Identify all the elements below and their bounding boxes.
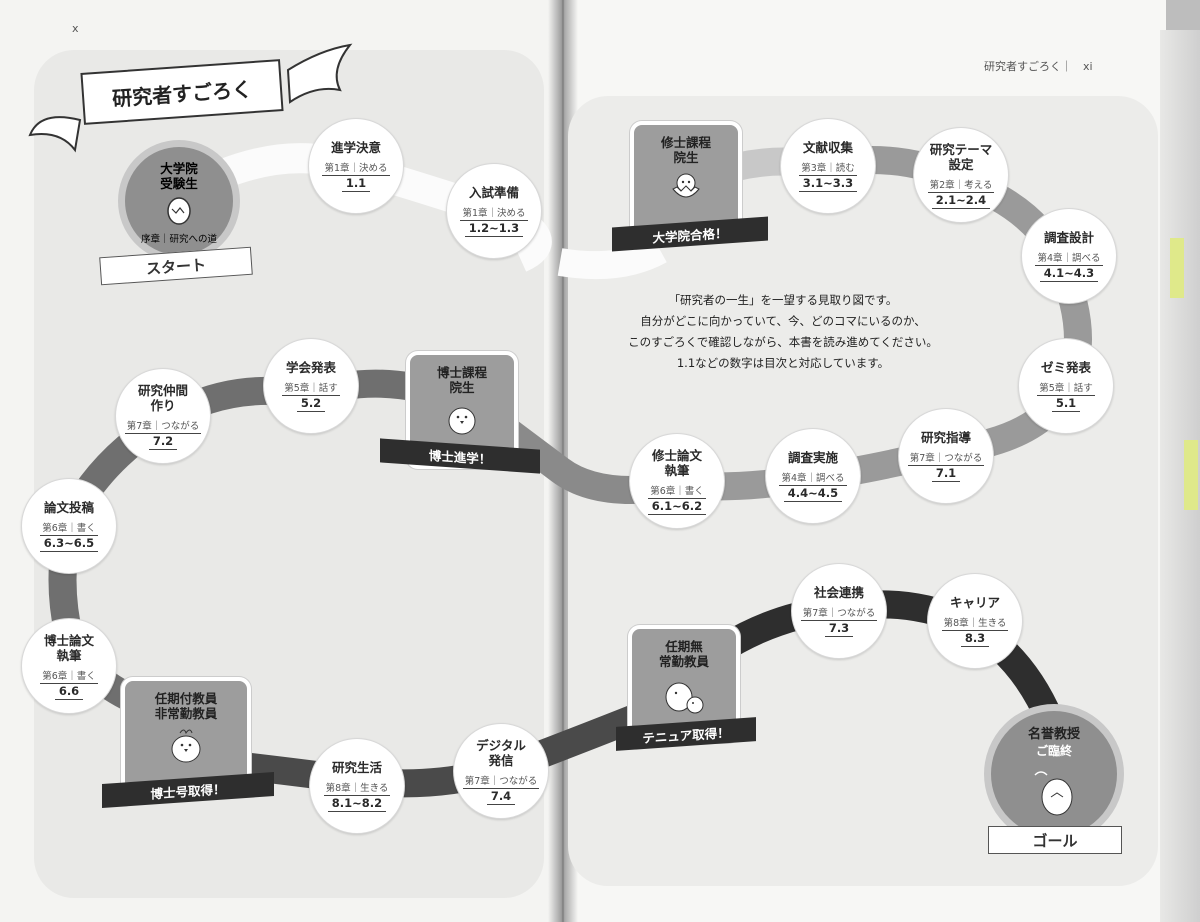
running-header: 研究者すごろく｜ xi (984, 60, 1093, 73)
node-chapter: 第6章｜書く (648, 481, 706, 499)
old-chicken-icon (1034, 771, 1073, 816)
node-section: 7.4 (486, 789, 516, 805)
node-title: 入試準備 (468, 185, 519, 200)
description-line: 「研究者の一生」を一望する見取り図です。 (668, 293, 898, 307)
sticky-tab (1170, 238, 1184, 298)
description-line: 1.1などの数字は目次と対応しています。 (676, 356, 890, 370)
node-section: 5.1 (1051, 396, 1081, 412)
node-chapter: 第5章｜話す (282, 378, 340, 396)
node-chapter: 第3章｜読む (799, 158, 857, 176)
node-title: 修士論文 執筆 (651, 447, 702, 478)
node-title: デジタル 発信 (476, 737, 526, 768)
node-section: 6.6 (54, 684, 84, 700)
node-title: 調査設計 (1043, 230, 1094, 245)
start-label: 大学院 受験生 (160, 161, 198, 191)
sticky-tab (1184, 440, 1198, 510)
track-segment (188, 687, 686, 798)
node-title: 研究生活 (331, 760, 382, 775)
description-line: 自分がどこに向かっていて、今、どのコマにいるのか、 (640, 314, 926, 328)
node-chapter: 第8章｜生きる (941, 613, 1009, 631)
node-title: 研究仲間 作り (137, 382, 188, 413)
chick-icon (448, 407, 476, 435)
node-title: 文献収集 (802, 140, 853, 155)
egg-icon (167, 197, 191, 225)
node-chapter: 第5章｜話す (1037, 378, 1095, 396)
node-title: 進学決意 (330, 140, 381, 155)
node-section: 1.2~1.3 (464, 221, 524, 237)
node-chapter: 第1章｜決める (460, 203, 528, 221)
stage-label: 任期無 常勤教員 (658, 639, 709, 669)
node-chapter: 第4章｜調べる (779, 468, 847, 486)
node-title: 論文投稿 (43, 500, 94, 515)
node-section: 7.2 (148, 434, 178, 450)
goal-sub: ご臨終 (1035, 744, 1072, 758)
node-chapter: 第7章｜つながる (462, 771, 540, 789)
node-title: 研究テーマ 設定 (929, 141, 993, 172)
stage-master-student: 修士課程 院生 (630, 121, 742, 239)
hen-and-chick-icon (665, 682, 704, 714)
node-section: 4.4~4.5 (783, 486, 843, 502)
node-section: 2.1~2.4 (931, 193, 991, 209)
node-chapter: 第1章｜決める (322, 158, 390, 176)
start-circle: 大学院 受験生 序章｜研究への道 (118, 140, 240, 262)
node-title: 学会発表 (285, 360, 336, 375)
node-chapter: 第2章｜考える (927, 175, 995, 193)
title-ribbon-tails (28, 43, 353, 153)
goal-label: 名誉教授 (1027, 727, 1080, 742)
node-chapter: 第7章｜つながる (907, 448, 985, 466)
track-segment (557, 237, 667, 280)
node-section: 4.1~4.3 (1039, 266, 1099, 282)
rooster-icon (171, 729, 201, 763)
node-section: 7.1 (931, 466, 961, 482)
page-mark: x (72, 22, 79, 35)
node-section: 3.1~3.3 (798, 176, 858, 192)
node-section: 5.2 (296, 396, 326, 412)
node-chapter: 第6章｜書く (40, 518, 98, 536)
goal-banner: ゴール (988, 826, 1122, 854)
stage-label: 任期付教員 非常勤教員 (154, 691, 218, 721)
node-chapter: 第7章｜つながる (124, 416, 202, 434)
stage-label: 博士課程 院生 (436, 365, 487, 395)
node-section: 6.1~6.2 (647, 499, 707, 515)
hatching-chick-icon (672, 173, 700, 198)
node-title: 調査実施 (787, 450, 838, 465)
node-chapter: 第4章｜調べる (1035, 248, 1103, 266)
node-title: 社会連携 (813, 585, 864, 600)
node-chapter: 第8章｜生きる (323, 778, 391, 796)
node-title: 研究指導 (920, 430, 971, 445)
node-title: ゼミ発表 (1040, 360, 1091, 375)
node-section: 1.1 (341, 176, 371, 192)
description: 「研究者の一生」を一望する見取り図です。 自分がどこに向かっていて、今、どのコマ… (618, 290, 948, 374)
node-section: 7.3 (824, 621, 854, 637)
node-section: 8.1~8.2 (327, 796, 387, 812)
start-caption: 序章｜研究への道 (140, 234, 217, 245)
node-title: 博士論文 執筆 (43, 632, 94, 663)
node-section: 6.3~6.5 (39, 536, 99, 552)
goal-circle: 名誉教授 ご臨終 (984, 704, 1124, 844)
node-title: キャリア (949, 595, 1000, 610)
node-chapter: 第7章｜つながる (800, 603, 878, 621)
node-chapter: 第6章｜書く (40, 666, 98, 684)
node-section: 8.3 (960, 631, 990, 647)
stage-label: 修士課程 院生 (660, 135, 711, 165)
description-line: このすごろくで確認しながら、本書を読み進めてください。 (628, 335, 938, 349)
